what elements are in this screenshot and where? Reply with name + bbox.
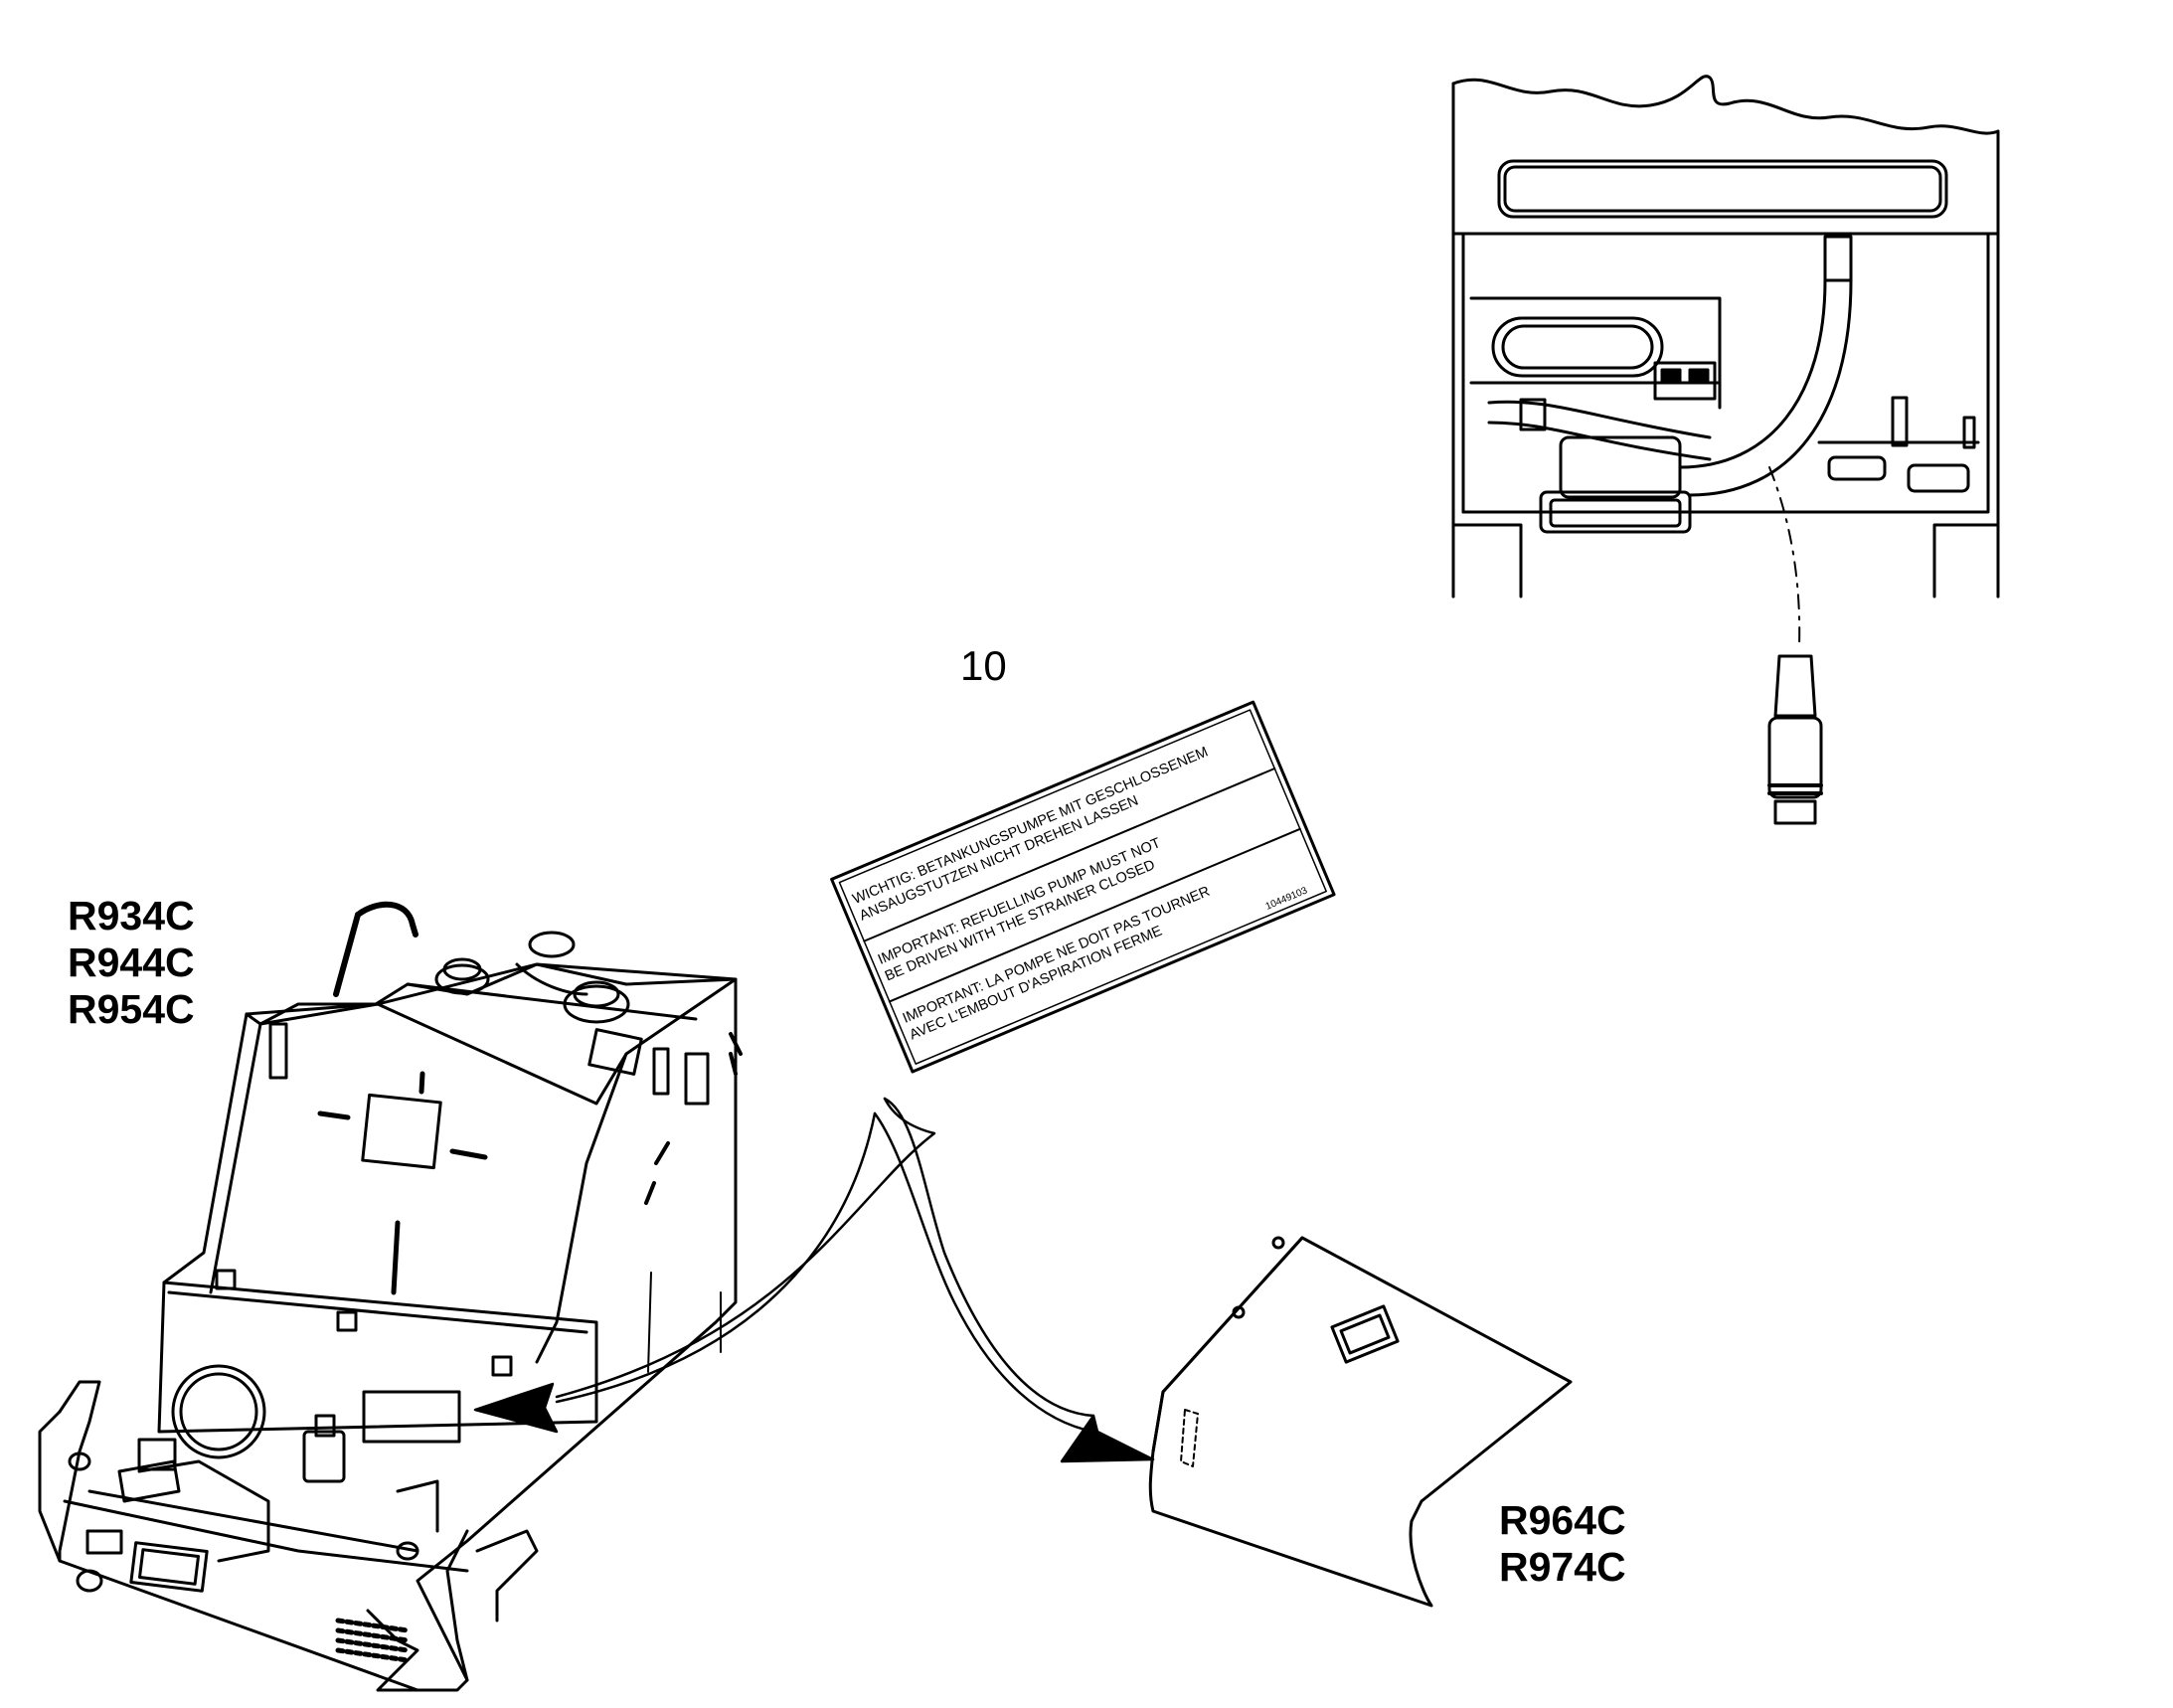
model-label: R934C — [68, 893, 195, 939]
model-label: R944C — [68, 939, 195, 985]
model-label: R964C — [1499, 1497, 1626, 1543]
callout-arrows — [473, 1097, 1155, 1463]
refuelling-pump-detail-view — [1451, 75, 2000, 825]
model-label: R954C — [68, 986, 195, 1032]
decal-line-de-1: WICHTIG: BETANKUNGSPUMPE MIT GESCHLOSSEN… — [850, 745, 1210, 908]
model-label: R974C — [1499, 1544, 1626, 1590]
callout-number: 10 — [960, 642, 1007, 689]
warning-decal: WICHTIG: BETANKUNGSPUMPE MIT GESCHLOSSEN… — [830, 700, 1336, 1074]
vent-grille — [335, 1618, 411, 1663]
tank-assembly-r934c-r954c — [38, 901, 743, 1692]
model-list-right: R964C R974C — [1499, 1497, 1626, 1591]
model-list-left: R934C R944C R954C — [68, 893, 195, 1033]
tank-cover-r964c-r974c — [1148, 1236, 1573, 1608]
